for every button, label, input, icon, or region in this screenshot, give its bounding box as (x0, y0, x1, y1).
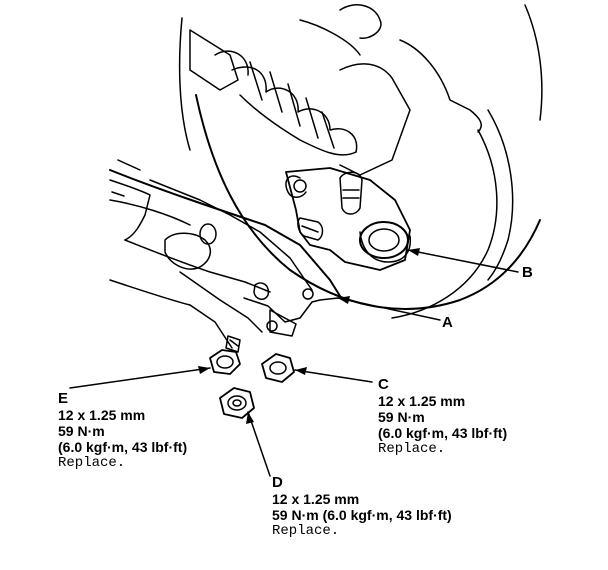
callout-d-note: Replace. (272, 523, 340, 539)
callout-a-letter: A (442, 314, 453, 331)
callout-c-size: 12 x 1.25 mm (378, 393, 466, 409)
callout-d-letter: D (272, 474, 283, 491)
ball-joint (359, 221, 412, 263)
callout-e-note: Replace. (58, 455, 126, 471)
lower-arm (109, 159, 341, 349)
callout-d: D 12 x 1.25 mm 59 N·m (6.0 kgf·m, 43 lbf… (272, 474, 452, 539)
callout-e-size: 12 x 1.25 mm (58, 407, 146, 423)
arrowheads (198, 248, 420, 424)
callout-e: E 12 x 1.25 mm 59 N·m (6.0 kgf·m, 43 lbf… (58, 390, 187, 471)
callout-e-torque-alt: (6.0 kgf·m, 43 lbf·ft) (58, 439, 188, 455)
callout-d-torque: 59 N·m (6.0 kgf·m, 43 lbf·ft) (272, 507, 452, 523)
nut-c (261, 353, 295, 383)
callout-d-size: 12 x 1.25 mm (272, 491, 360, 507)
callout-c: C 12 x 1.25 mm 59 N·m (6.0 kgf·m, 43 lbf… (378, 376, 507, 457)
leader-lines (69, 249, 519, 477)
knuckle (285, 167, 411, 271)
callout-e-torque: 59 N·m (58, 423, 105, 439)
nut-e (209, 335, 241, 375)
callout-e-letter: E (58, 390, 69, 407)
nut-d (219, 387, 255, 419)
callout-c-note: Replace. (378, 441, 446, 457)
callout-b-letter: B (522, 264, 533, 281)
callout-c-torque-alt: (6.0 kgf·m, 43 lbf·ft) (378, 425, 508, 441)
callout-c-torque: 59 N·m (378, 409, 425, 425)
cv-boot (189, 4, 482, 176)
callout-c-letter: C (378, 376, 389, 393)
